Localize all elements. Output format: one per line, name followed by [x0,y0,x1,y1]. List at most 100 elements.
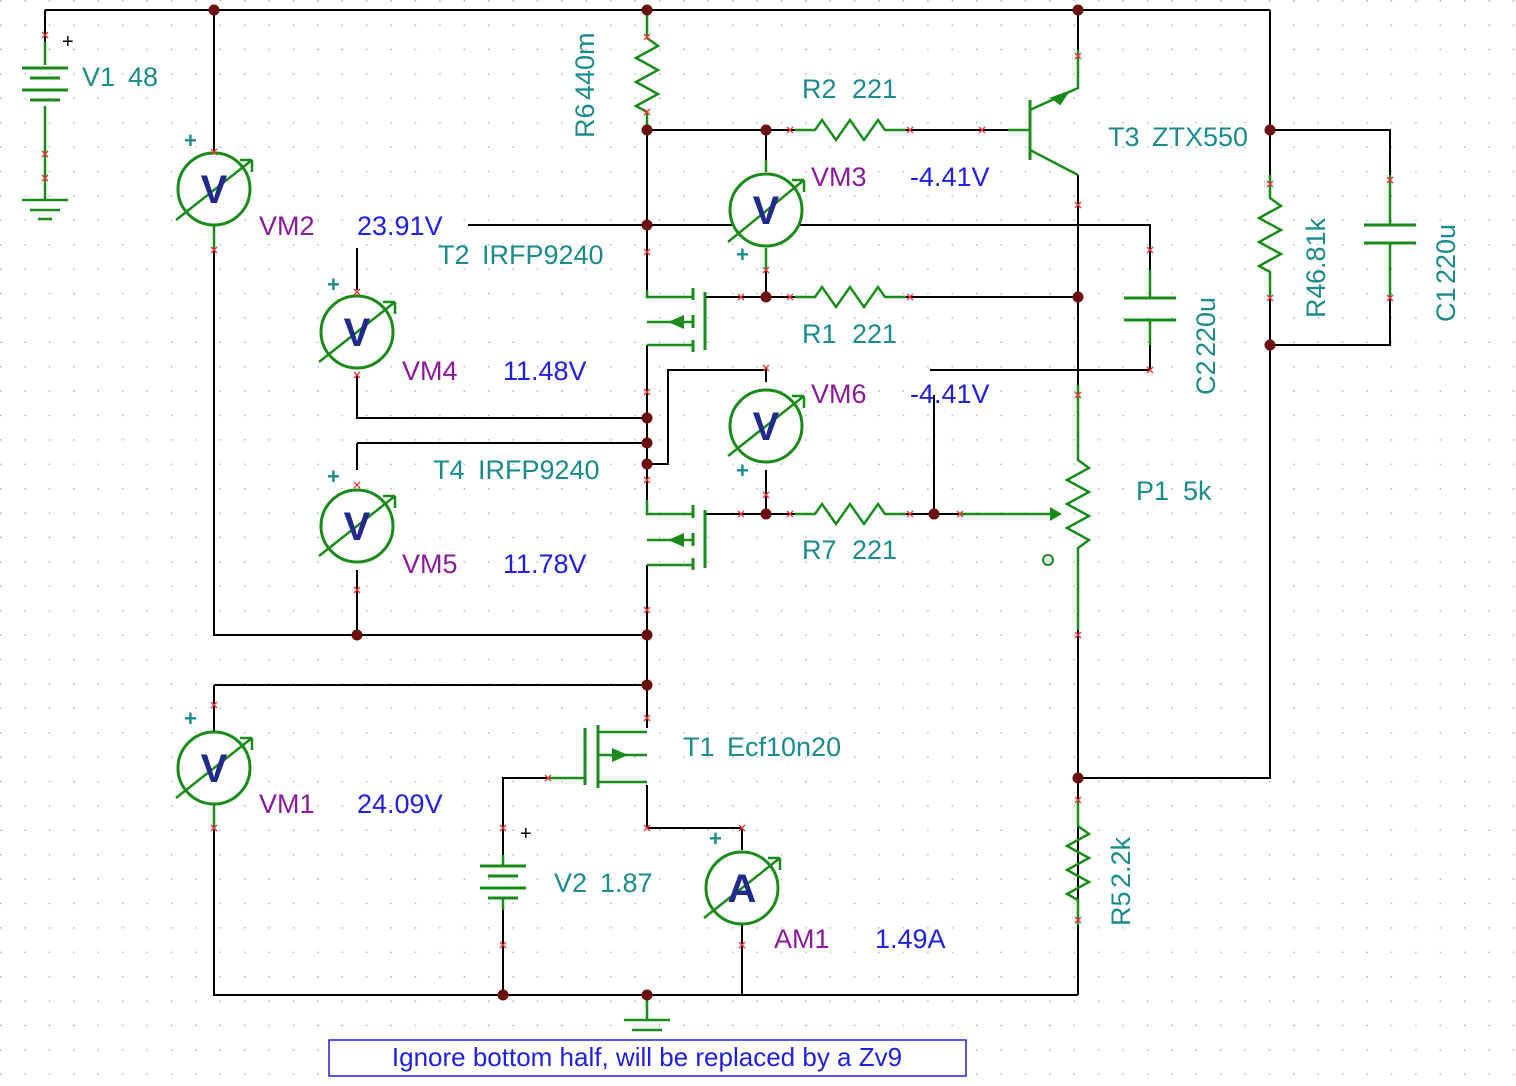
terminal-mark [1074,391,1082,399]
junction-dot [641,629,653,641]
r6-name: R6 [570,103,600,138]
terminal-mark [353,288,361,296]
r4-resistor[interactable] [1256,175,1284,298]
junction-dot [1264,339,1276,351]
c1-value: 220u [1431,224,1461,284]
vm2-voltmeter[interactable]: V + [175,128,254,250]
am1-ammeter[interactable]: A + [703,826,782,926]
junction-dot [641,124,653,136]
r7-name: R7 [802,535,837,565]
v1-value: 48 [128,62,158,92]
terminal-mark [1386,294,1394,302]
v2-battery[interactable] [480,855,526,910]
am1-name: AM1 [774,924,830,954]
terminal-mark [786,510,794,518]
c2-value: 220u [1191,297,1221,357]
junction-dot [1264,124,1276,136]
wires [44,9,1391,996]
r7-value: 221 [852,535,897,565]
vm2-plus-sign: + [184,128,197,153]
junction-dot [641,437,653,449]
vm3-reading: -4.41V [910,162,990,192]
junction-dot [1072,4,1084,16]
v2-value: 1.87 [600,868,653,898]
r5-resistor[interactable] [1064,800,1092,925]
terminal-mark [210,824,218,832]
junction-dot [641,4,653,16]
terminal-mark [1074,916,1082,924]
terminal-mark [906,293,914,301]
note-box[interactable]: Ignore bottom half, will be replaced by … [328,1039,967,1077]
am1-symbol: A [728,867,757,911]
vm3-voltmeter[interactable]: V + [727,160,806,270]
vm2-name: VM2 [259,211,315,241]
vm5-reading: 11.78V [503,549,587,579]
vm1-voltmeter[interactable]: V + [175,706,254,830]
terminal-mark [643,714,651,722]
vm3-plus-sign: + [736,242,749,267]
t2-mosfet[interactable] [645,288,707,352]
terminal-mark [643,388,651,396]
terminal-mark [1074,631,1082,639]
r2-resistor[interactable] [795,117,906,143]
t3-transistor[interactable] [1008,50,1080,177]
junction-dots [208,4,1276,1001]
r6-resistor[interactable] [633,10,661,130]
v2-plus-sign: + [520,823,532,845]
vm5-plus-sign: + [327,464,340,489]
vm6-reading: -4.41V [910,379,990,409]
vm5-name: VM5 [402,549,458,579]
vm3-name: VM3 [811,162,867,192]
terminal-mark [762,364,770,372]
t4-mosfet[interactable] [645,500,707,570]
terminal-mark [643,33,651,41]
c2-capacitor[interactable] [1124,270,1176,345]
junction-dot [1072,772,1084,784]
p1-potentiometer[interactable] [960,385,1092,630]
terminal-mark [353,586,361,594]
vm6-voltmeter[interactable]: V + [727,388,806,483]
vm2-reading: 23.91V [357,211,443,241]
terminal-mark [643,248,651,256]
terminal-mark [1074,201,1082,209]
t2-value: IRFP9240 [482,240,604,270]
terminal-mark [210,148,218,156]
v2-name: V2 [554,868,587,898]
t2-name: T2 [438,240,470,270]
v1-battery[interactable] [22,42,68,221]
vm4-voltmeter[interactable]: V + [318,272,397,370]
junction-dot [641,679,653,691]
terminal-mark [786,293,794,301]
terminal-mark [978,126,986,134]
c1-capacitor[interactable] [1364,175,1416,298]
junction-dot [497,989,509,1001]
terminal-mark [643,606,651,614]
r1-name: R1 [802,319,837,349]
terminal-mark [956,510,964,518]
vm1-plus-sign: + [184,706,197,731]
terminal-mark [41,150,49,158]
terminal-mark [762,491,770,499]
t1-mosfet[interactable] [548,725,647,788]
terminal-mark [1266,180,1274,188]
junction-dot [928,508,940,520]
p1-value: 5k [1183,476,1212,506]
t4-value: IRFP9240 [478,455,600,485]
terminal-mark [353,371,361,379]
vm5-voltmeter[interactable]: V + [318,464,397,564]
r7-resistor[interactable] [795,501,906,527]
terminal-mark [786,126,794,134]
junction-dot [351,629,363,641]
r1-resistor[interactable] [795,284,906,310]
vm6-name: VM6 [811,379,867,409]
terminal-mark [737,510,745,518]
terminal-mark [499,941,507,949]
r2-name: R2 [802,74,837,104]
terminal-mark [1266,294,1274,302]
t1-value: Ecf10n20 [727,732,841,762]
terminal-mark [906,510,914,518]
terminal-mark [738,824,746,832]
vm4-name: VM4 [402,356,458,386]
vm2-symbol: V [201,168,228,212]
